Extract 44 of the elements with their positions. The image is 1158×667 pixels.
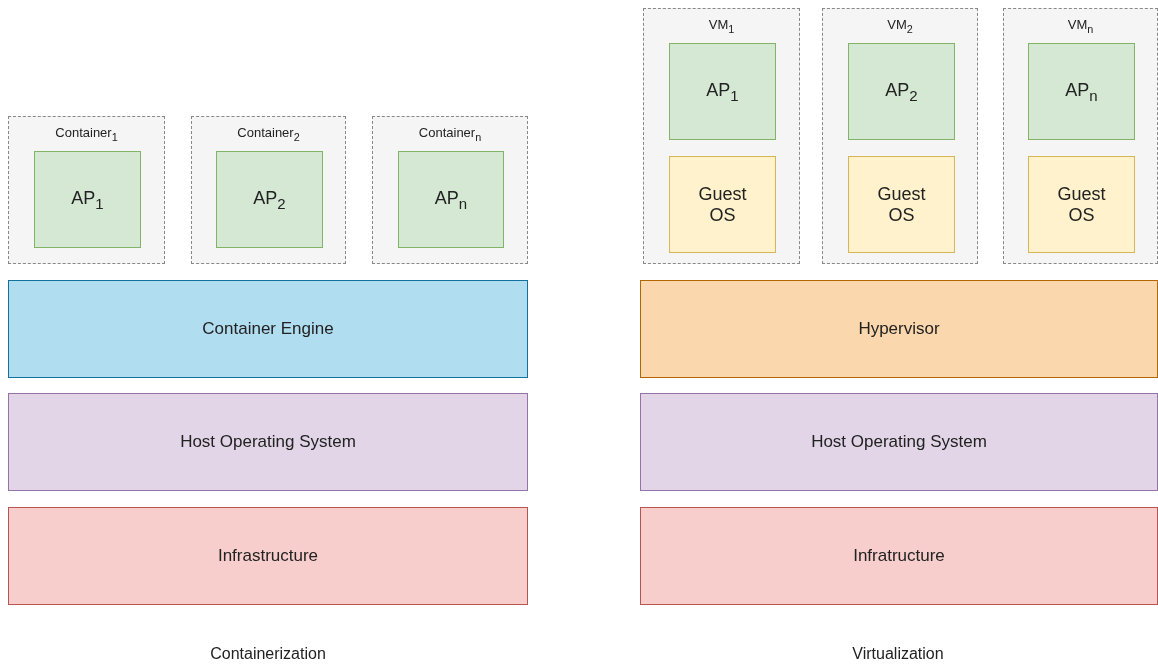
group-title: Container$_{1}$ xyxy=(55,125,118,143)
application-box xyxy=(398,151,504,248)
group-title: VM$_{n}$ xyxy=(1067,17,1094,35)
application-box xyxy=(34,151,141,248)
box-label: Guest OS xyxy=(1056,183,1107,226)
layer-label: Container Engine xyxy=(202,319,334,339)
application-box xyxy=(669,43,776,140)
dashed-group-box xyxy=(1003,8,1158,264)
box-label: Guest OS xyxy=(697,183,748,226)
layer-label: Host Operating System xyxy=(180,432,356,452)
dashed-group-box xyxy=(822,8,978,264)
dashed-group-box xyxy=(191,116,346,264)
layer-label: Infrastructure xyxy=(217,546,319,566)
box-label: AP$_{n}$ xyxy=(433,187,469,212)
box-label: AP$_{1}$ xyxy=(705,79,740,104)
box-label: Guest OS xyxy=(876,183,927,226)
dashed-group-box xyxy=(372,116,528,264)
diagram-caption: Virtualization xyxy=(852,645,944,663)
guest-os-box xyxy=(669,156,776,253)
guest-os-box xyxy=(1028,156,1135,253)
application-box xyxy=(1028,43,1135,140)
diagram-caption: Containerization xyxy=(210,645,326,663)
box-label: AP$_{n}$ xyxy=(1064,79,1099,104)
layer-bar xyxy=(640,507,1158,605)
box-label: AP$_{2}$ xyxy=(252,187,287,212)
layer-bar xyxy=(8,507,528,605)
application-box xyxy=(216,151,323,248)
dashed-group-box xyxy=(643,8,800,264)
group-title: VM$_{2}$ xyxy=(887,17,913,35)
dashed-group-box xyxy=(8,116,165,264)
group-title: Container$_{n}$ xyxy=(418,125,482,143)
box-label: AP$_{1}$ xyxy=(70,187,105,212)
application-box xyxy=(848,43,955,140)
group-title: VM$_{1}$ xyxy=(708,17,735,35)
layer-label: Host Operating System xyxy=(811,432,987,452)
group-title: Container$_{2}$ xyxy=(237,125,300,143)
layer-bar xyxy=(8,393,528,491)
layer-bar xyxy=(640,393,1158,491)
layer-label: Hypervisor xyxy=(858,319,940,339)
box-label: AP$_{2}$ xyxy=(884,79,919,104)
layer-bar xyxy=(8,280,528,378)
guest-os-box xyxy=(848,156,955,253)
layer-bar xyxy=(640,280,1158,378)
layer-label: Infratructure xyxy=(853,546,945,566)
